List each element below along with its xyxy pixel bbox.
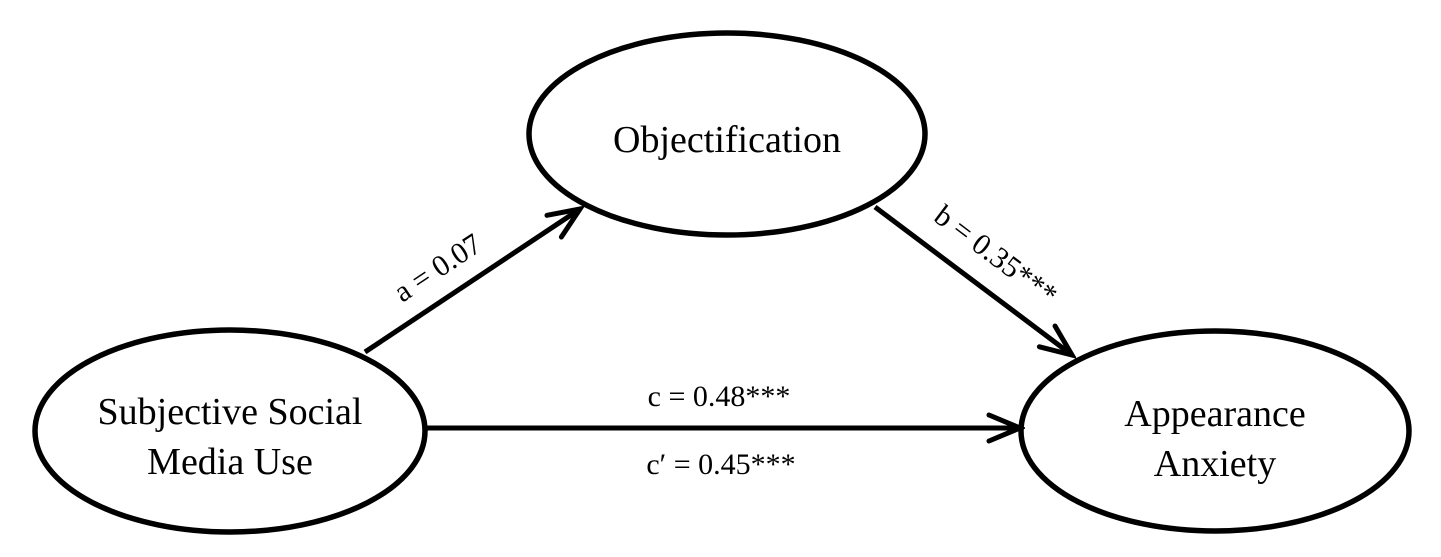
node-objectification — [526, 30, 928, 238]
path-c-prime-label: c′ = 0.45*** — [646, 448, 795, 481]
predictor-label-line1: Subjective Social — [98, 391, 363, 433]
path-b-arrow — [873, 205, 1072, 355]
predictor-label-line2: Media Use — [147, 441, 313, 483]
mediator-label: Objectification — [613, 119, 841, 161]
path-c-label: c = 0.48*** — [648, 380, 791, 413]
path-a-label: a = 0.07 — [388, 227, 488, 309]
outcome-label-line2: Anxiety — [1154, 443, 1276, 485]
node-subjective-social-media-use — [32, 327, 428, 535]
path-a-arrow — [363, 209, 580, 355]
outcome-label-line1: Appearance — [1124, 393, 1305, 435]
